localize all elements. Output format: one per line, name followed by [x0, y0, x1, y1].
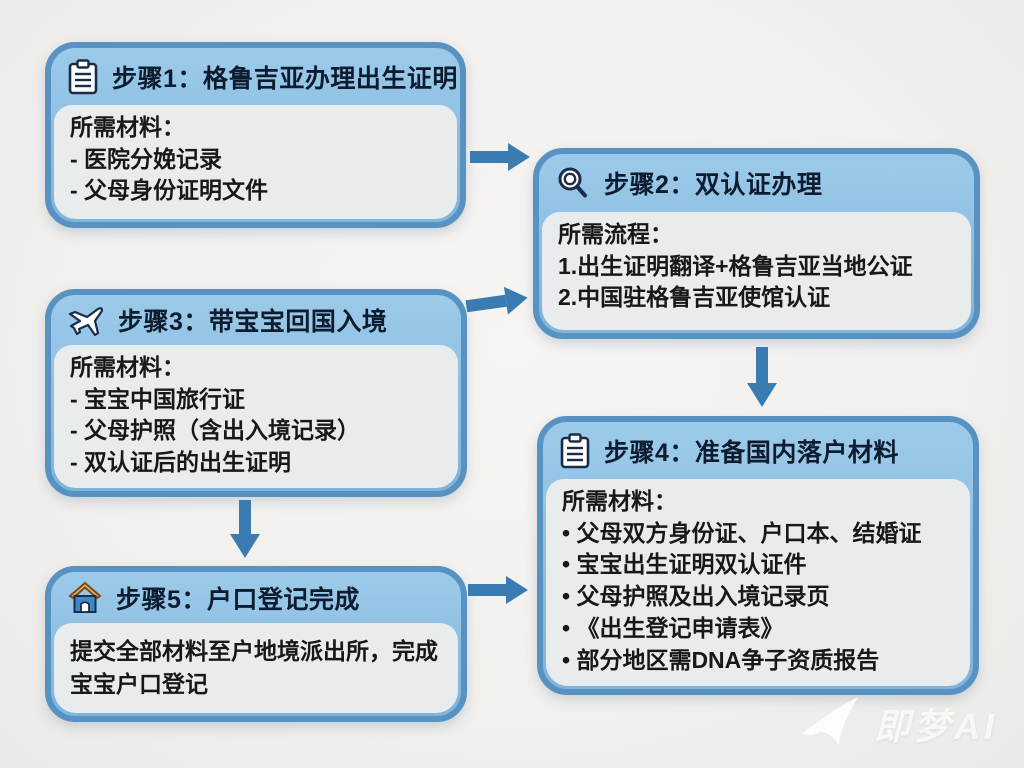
- arrow-step2-to-step4: [747, 347, 777, 407]
- step5-title: 步骤5：户口登记完成: [116, 585, 360, 614]
- step2-body: 所需流程： 1.出生证明翻译+格鲁吉亚当地公证 2.中国驻格鲁吉亚使馆认证: [542, 212, 971, 330]
- clipboard-icon: [67, 58, 99, 95]
- step4-body: 所需材料： • 父母双方身份证、户口本、结婚证 • 宝宝出生证明双认证件 • 父…: [546, 479, 970, 686]
- step4-line: • 父母护照及出入境记录页: [562, 583, 830, 610]
- arrow-step5-to-step4: [468, 576, 528, 604]
- step4-line: • 父母双方身份证、户口本、结婚证: [562, 519, 922, 546]
- paper-plane-logo-icon: [800, 695, 860, 752]
- step1-card: 步骤1：格鲁吉亚办理出生证明 所需材料： - 医院分娩记录 - 父母身份证明文件: [45, 42, 466, 228]
- step2-card: 步骤2：双认证办理 所需流程： 1.出生证明翻译+格鲁吉亚当地公证 2.中国驻格…: [533, 148, 980, 339]
- step4-card: 步骤4：准备国内落户材料 所需材料： • 父母双方身份证、户口本、结婚证 • 宝…: [537, 416, 979, 695]
- step3-line: - 宝宝中国旅行证: [70, 385, 246, 412]
- step5-body: 提交全部材料至户地境派出所，完成宝宝户口登记: [54, 623, 458, 713]
- arrow-step3-to-step5: [230, 500, 260, 558]
- house-icon: [67, 581, 103, 615]
- arrow-step3-to-step2: [465, 286, 528, 315]
- step1-body: 所需材料： - 医院分娩记录 - 父母身份证明文件: [54, 105, 457, 219]
- step3-header: 步骤3：带宝宝回国入境: [51, 295, 461, 345]
- step2-line: 1.出生证明翻译+格鲁吉亚当地公证: [558, 252, 913, 279]
- magnifier-icon: [555, 165, 591, 201]
- step4-line: • 《出生登记申请表》: [562, 614, 784, 641]
- step4-line: • 部分地区需DNA争子资质报告: [562, 646, 880, 673]
- step4-line: 所需材料：: [562, 488, 677, 514]
- step3-line: - 父母护照（含出入境记录）: [70, 417, 361, 444]
- step1-title: 步骤1：格鲁吉亚办理出生证明: [112, 64, 458, 93]
- step3-line: - 双认证后的出生证明: [70, 449, 292, 476]
- step4-title: 步骤4：准备国内落户材料: [604, 438, 899, 467]
- step1-line: - 医院分娩记录: [70, 145, 223, 172]
- clipboard-icon: [559, 432, 591, 469]
- step4-header: 步骤4：准备国内落户材料: [543, 422, 973, 479]
- step5-card: 步骤5：户口登记完成 提交全部材料至户地境派出所，完成宝宝户口登记: [45, 566, 467, 722]
- step2-line: 所需流程：: [558, 221, 673, 247]
- step5-line: 提交全部材料至户地境派出所，完成宝宝户口登记: [70, 638, 438, 698]
- step2-header: 步骤2：双认证办理: [539, 154, 974, 212]
- watermark: 即梦AI: [800, 695, 998, 752]
- airplane-icon: [67, 304, 105, 336]
- arrow-step1-to-step2: [470, 143, 530, 171]
- watermark-text: 即梦AI: [873, 705, 998, 747]
- step3-card: 步骤3：带宝宝回国入境 所需材料： - 宝宝中国旅行证 - 父母护照（含出入境记…: [45, 289, 467, 497]
- step3-body: 所需材料： - 宝宝中国旅行证 - 父母护照（含出入境记录） - 双认证后的出生…: [54, 345, 458, 488]
- step3-line: 所需材料：: [70, 354, 185, 380]
- step2-line: 2.中国驻格鲁吉亚使馆认证: [558, 284, 831, 311]
- step4-line: • 宝宝出生证明双认证件: [562, 551, 807, 578]
- step1-line: 所需材料：: [70, 114, 185, 140]
- step2-title: 步骤2：双认证办理: [604, 171, 823, 199]
- step5-header: 步骤5：户口登记完成: [51, 572, 461, 623]
- step3-title: 步骤3：带宝宝回国入境: [118, 308, 388, 336]
- step1-line: - 父母身份证明文件: [70, 177, 269, 204]
- step1-header: 步骤1：格鲁吉亚办理出生证明: [51, 48, 460, 105]
